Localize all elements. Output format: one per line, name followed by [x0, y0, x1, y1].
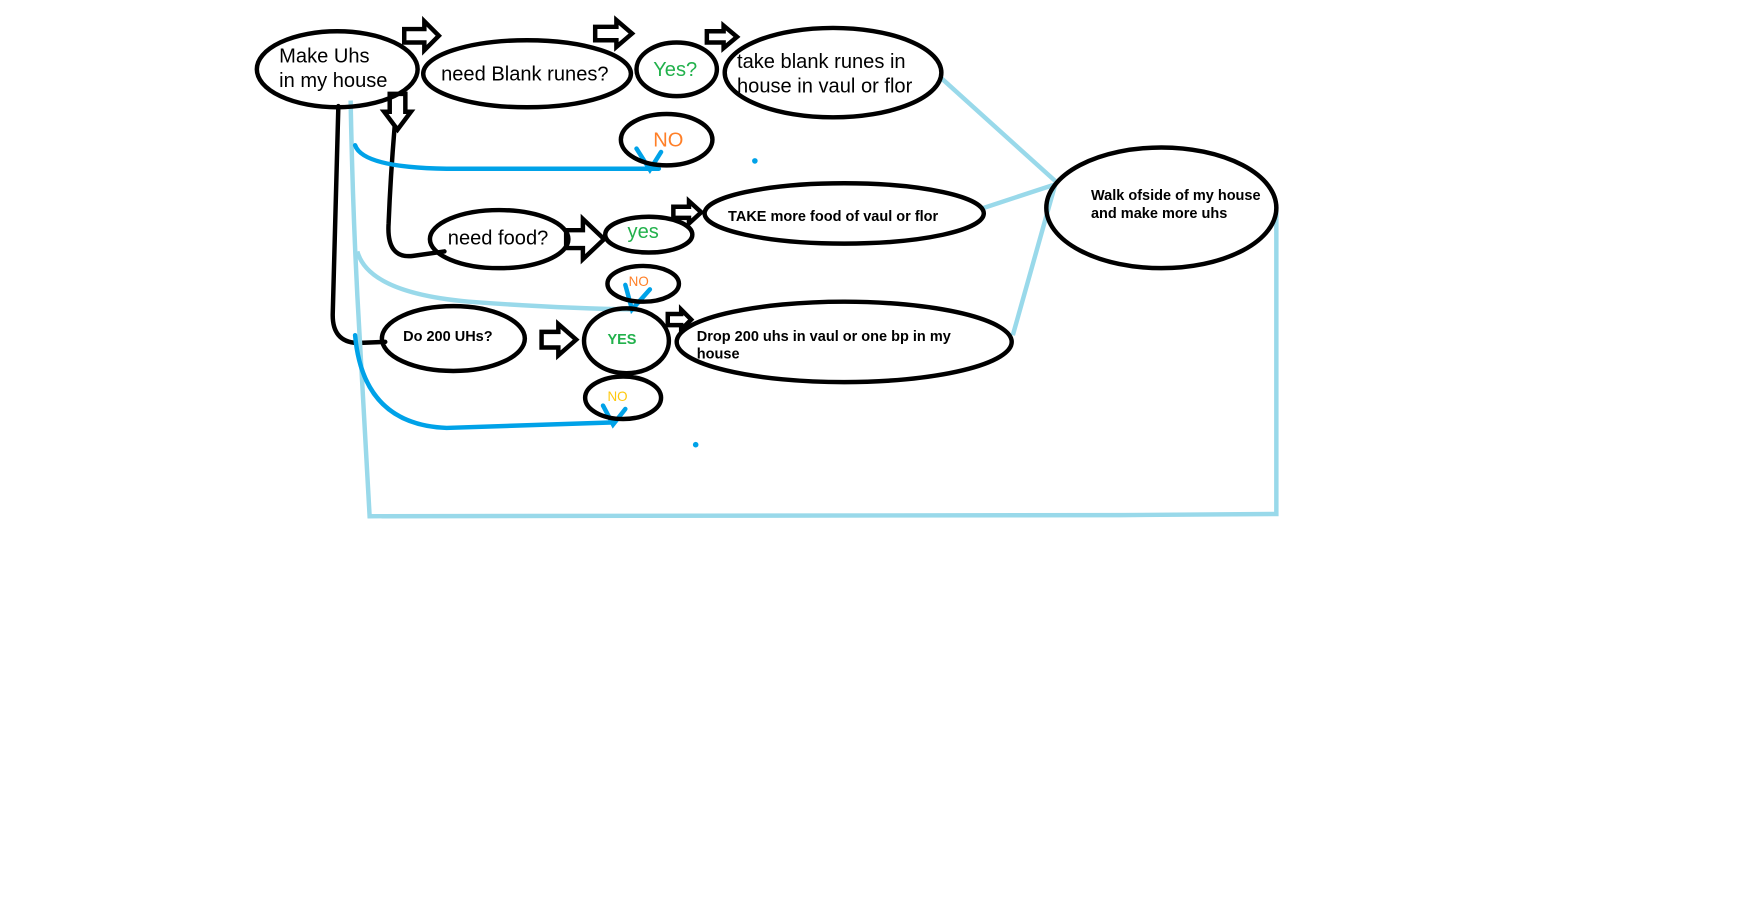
node-text: NO	[629, 274, 649, 289]
node-text: and make more uhs	[1091, 206, 1227, 222]
node-text: Make Uhs	[279, 46, 369, 68]
arrow-down-icon	[379, 91, 416, 134]
node-text: TAKE more food of vaul or flor	[728, 209, 938, 225]
node-text: house	[697, 347, 740, 363]
node-need-food: need food?	[427, 207, 571, 271]
node-walk: Walk ofside of my house and make more uh…	[1044, 145, 1279, 271]
arrow-right-icon	[592, 15, 636, 52]
node-do-200: Do 200 UHs?	[379, 303, 528, 374]
node-text: NO	[653, 129, 683, 151]
node-food-yes: yes	[603, 214, 695, 255]
stray-dot	[752, 158, 758, 164]
node-runes-no: NO	[618, 111, 715, 168]
connector-food-to-walk	[979, 182, 1056, 212]
connector-drop-to-walk	[1010, 183, 1058, 336]
arrow-right-icon	[539, 319, 580, 361]
arrow-right-icon	[704, 20, 741, 53]
check-uhs-no	[600, 403, 628, 429]
connector-runes-to-walk	[939, 76, 1057, 183]
connector-start-to-uhs-no	[352, 332, 617, 431]
node-need-runes: need Blank runes?	[420, 37, 634, 110]
connector-start-to-do200	[330, 103, 388, 346]
node-text: YES	[607, 332, 636, 348]
node-start: Make Uhs in my house	[254, 29, 420, 110]
arrow-right-icon	[402, 15, 443, 56]
arrow-right-icon	[665, 304, 695, 336]
node-text: take blank runes in	[737, 51, 906, 73]
node-text: house in vaul or flor	[737, 76, 913, 98]
connector-start-to-yes	[355, 250, 637, 312]
node-text: in my house	[279, 70, 387, 92]
stray-dot	[692, 441, 699, 448]
arrow-right-icon	[671, 196, 705, 229]
node-take-runes: take blank runes in house in vaul or flo…	[722, 25, 944, 120]
node-text: Walk ofside of my house	[1091, 188, 1261, 204]
node-text: Do 200 UHs?	[403, 329, 493, 345]
node-text: need Blank runes?	[441, 63, 609, 85]
node-text: yes	[628, 221, 659, 243]
node-drop: Drop 200 uhs in vaul or one bp in my hou…	[674, 299, 1014, 385]
node-uhs-no: NO	[582, 374, 664, 422]
loop-back-line	[348, 100, 1279, 519]
node-runes-yes: Yes?	[634, 40, 720, 99]
node-uhs-yes: YES	[581, 306, 672, 376]
node-text: need food?	[448, 228, 549, 250]
connector-start-to-runes-no	[352, 143, 662, 171]
node-text: Yes?	[653, 59, 697, 81]
connector-start-to-needfood	[386, 103, 447, 259]
arrow-right-icon	[563, 213, 608, 265]
node-text: NO	[607, 389, 627, 404]
node-food-no: NO	[605, 263, 682, 304]
node-text: Drop 200 uhs in vaul or one bp in my	[697, 329, 951, 345]
check-runes-no	[634, 146, 664, 175]
node-take-food: TAKE more food of vaul or flor	[702, 181, 987, 246]
